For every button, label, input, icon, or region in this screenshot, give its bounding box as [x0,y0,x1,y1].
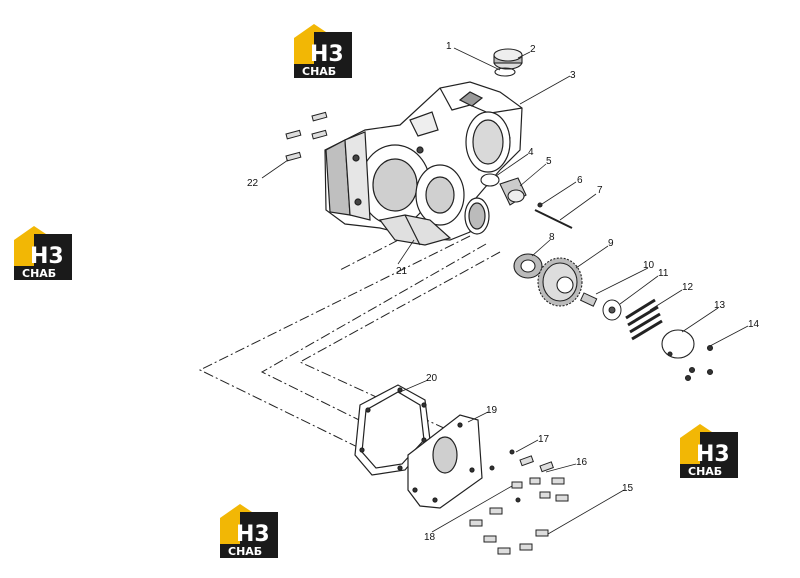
svg-text:H3: H3 [310,42,344,67]
logo-right: H3 СНАБ [680,424,738,478]
callout-labels: 1 2 3 4 5 6 7 8 9 10 11 12 13 14 15 16 1… [247,41,760,543]
logo-left: H3 СНАБ [14,226,72,280]
logo-top: H3 СНАБ [294,24,352,78]
callout-13: 13 [714,300,726,311]
callout-17: 17 [538,434,550,445]
seal-and-valve [480,173,573,229]
svg-text:СНАБ: СНАБ [228,545,262,558]
filler-cap [493,48,523,77]
callout-10: 10 [643,260,655,271]
drive-gears [513,253,583,307]
svg-text:СНАБ: СНАБ [688,465,722,478]
callout-5: 5 [546,156,552,167]
callout-3: 3 [570,70,576,81]
svg-text:СНАБ: СНАБ [302,65,336,78]
callout-9: 9 [608,238,614,249]
callout-1: 1 [446,41,452,52]
small-cover [661,329,714,382]
callout-11: 11 [658,268,669,279]
svg-text:СНАБ: СНАБ [22,267,56,280]
svg-text:H3: H3 [696,442,730,467]
housing-seal-ring [464,197,490,235]
front-cover [407,414,483,509]
svg-text:H3: H3 [236,522,270,547]
leader-lines [261,47,749,535]
callout-8: 8 [549,232,555,243]
callout-16: 16 [576,457,588,468]
logo-bottom: H3 СНАБ [220,504,278,558]
studs [285,111,328,162]
callout-12: 12 [682,282,694,293]
callout-2: 2 [530,44,536,55]
shaft-plate-bolts [579,292,663,341]
callout-7: 7 [597,185,603,196]
callout-6: 6 [577,175,583,186]
callout-4: 4 [528,147,534,158]
callout-19: 19 [486,405,498,416]
callout-14: 14 [748,319,760,330]
gear-housing [324,81,523,246]
svg-text:H3: H3 [30,244,64,269]
callout-15: 15 [622,483,634,494]
callout-20: 20 [426,373,438,384]
callout-18: 18 [424,532,436,543]
callout-22: 22 [247,178,259,189]
callout-21: 21 [396,266,408,277]
cover-bolts [469,449,569,555]
